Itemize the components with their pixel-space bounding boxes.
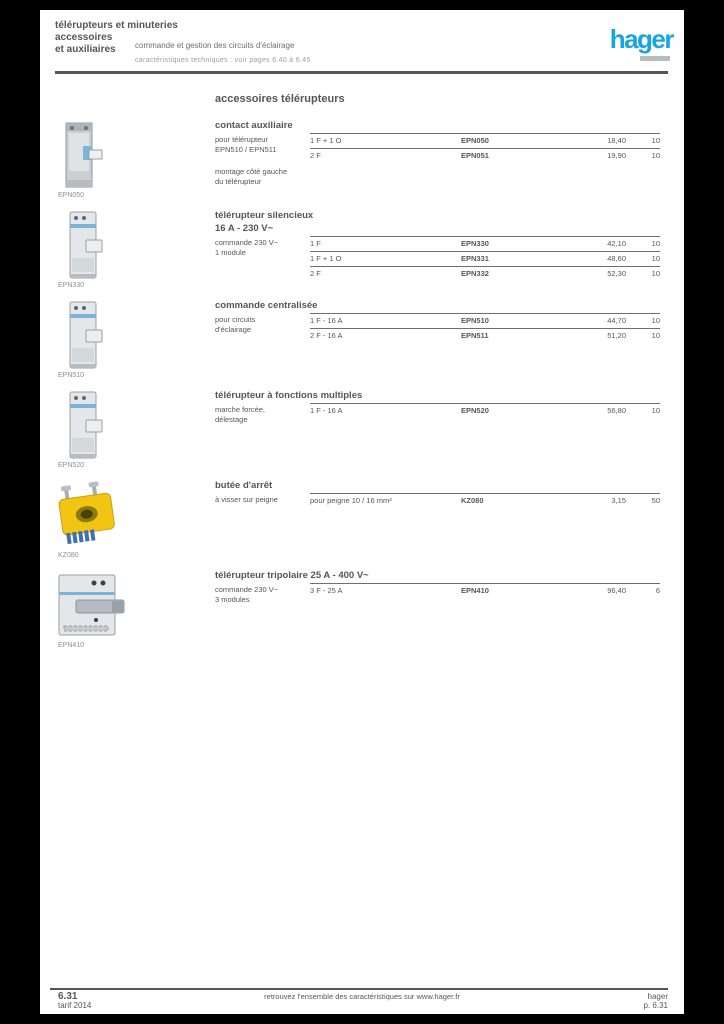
reference-code: EPN511 xyxy=(461,331,489,340)
reference-code: EPN520 xyxy=(461,406,489,415)
page-title-line: et auxiliaires xyxy=(55,44,116,55)
table-row: 3 F - 25 A EPN410 96,40 6 xyxy=(310,583,660,598)
product-heading-line2: 16 A - 230 V~ xyxy=(215,223,274,234)
product-row: EPN520 télérupteur à fonctions multiples… xyxy=(56,390,660,478)
reference-code: EPN410 xyxy=(461,586,489,595)
product-photo xyxy=(56,570,128,640)
product-row: KZ080 butée d'arrêt à visser sur peigne … xyxy=(56,480,660,568)
product-photo xyxy=(56,210,108,280)
reference-code: EPN330 xyxy=(461,239,489,248)
table-row: 2 F - 16 A EPN511 51,20 10 xyxy=(310,328,660,343)
reference-code: EPN332 xyxy=(461,269,489,278)
table-row: 1 F + 1 O EPN050 18,40 10 xyxy=(310,133,660,148)
product-ref-caption: EPN330 xyxy=(58,282,85,289)
footer-center-text: retrouvez l'ensemble des caractéristique… xyxy=(264,992,460,1001)
product-photo xyxy=(56,390,108,460)
product-ref-caption: KZ080 xyxy=(58,552,79,559)
footer-brand: hager p. 6.31 xyxy=(643,992,668,1010)
footer-rule xyxy=(50,988,668,990)
product-ref-caption: EPN520 xyxy=(58,462,85,469)
product-photo xyxy=(56,300,108,370)
reference-code: EPN331 xyxy=(461,254,489,263)
table-row: 1 F + 1 O EPN331 48,60 10 xyxy=(310,251,660,266)
table-row: 1 F - 16 A EPN510 44,70 10 xyxy=(310,313,660,328)
product-heading: butée d'arrêt xyxy=(215,480,273,491)
product-row: EPN050 contact auxiliaire pour télérupte… xyxy=(56,120,660,208)
product-row: EPN410 télérupteur tripolaire 25 A - 400… xyxy=(56,570,660,658)
product-heading: télérupteur à fonctions multiples xyxy=(215,390,363,401)
page-subtitle: commande et gestion des circuits d'éclai… xyxy=(135,41,295,50)
product-description: commande 230 V~ 3 modules xyxy=(215,585,279,604)
product-heading: télérupteur tripolaire 25 A - 400 V~ xyxy=(215,570,369,581)
reference-table: pour peigne 10 / 16 mm² KZ080 3,15 50 xyxy=(310,493,660,508)
page-title-line: télérupteurs et minuteries xyxy=(55,20,178,31)
page-subtitle-small: caractéristiques techniques : voir pages… xyxy=(135,57,311,64)
reference-table: 1 F + 1 O EPN050 18,40 10 2 F EPN051 19,… xyxy=(310,133,660,163)
reference-code: EPN051 xyxy=(461,151,489,160)
section-title: accessoires télérupteurs xyxy=(215,93,345,105)
product-photo xyxy=(56,480,120,550)
product-heading: contact auxiliaire xyxy=(215,120,293,131)
logo-underline xyxy=(640,56,670,61)
product-ref-caption: EPN050 xyxy=(58,192,85,199)
reference-table: 1 F EPN330 42,10 10 1 F + 1 O EPN331 48,… xyxy=(310,236,660,281)
product-ref-caption: EPN510 xyxy=(58,372,85,379)
header-rule xyxy=(55,71,668,74)
page-title: télérupteurs et minuteries accessoires e… xyxy=(55,20,178,56)
product-heading: commande centralisée xyxy=(215,300,318,311)
reference-table: 3 F - 25 A EPN410 96,40 6 xyxy=(310,583,660,598)
reference-code: KZ080 xyxy=(461,496,484,505)
product-description: pour circuits d'éclairage xyxy=(215,315,256,334)
product-note: montage côté gauche du télérupteur xyxy=(215,167,288,186)
table-row: 1 F - 16 A EPN520 56,80 10 xyxy=(310,403,660,418)
product-heading: télérupteur silencieux xyxy=(215,210,314,221)
product-ref-caption: EPN410 xyxy=(58,642,85,649)
catalog-page: télérupteurs et minuteries accessoires e… xyxy=(40,10,684,1014)
hager-logo: hager xyxy=(609,24,675,54)
product-row: EPN330 télérupteur silencieux 16 A - 230… xyxy=(56,210,660,298)
product-description: pour télérupteur EPN510 / EPN511 xyxy=(215,135,277,154)
table-row: 1 F EPN330 42,10 10 xyxy=(310,236,660,251)
product-description: commande 230 V~ 1 module xyxy=(215,238,279,257)
reference-table: 1 F - 16 A EPN510 44,70 10 2 F - 16 A EP… xyxy=(310,313,660,343)
reference-code: EPN510 xyxy=(461,316,489,325)
table-row: pour peigne 10 / 16 mm² KZ080 3,15 50 xyxy=(310,493,660,508)
product-row: EPN510 commande centralisée pour circuit… xyxy=(56,300,660,388)
product-description: à visser sur peigne xyxy=(215,495,278,504)
reference-code: EPN050 xyxy=(461,136,489,145)
table-row: 2 F EPN332 52,30 10 xyxy=(310,266,660,281)
reference-table: 1 F - 16 A EPN520 56,80 10 xyxy=(310,403,660,418)
product-description: marche forcée, délestage xyxy=(215,405,266,424)
footer-page-number: 6.31 tarif 2014 xyxy=(58,991,92,1011)
page-title-line: accessoires xyxy=(55,32,113,43)
table-row: 2 F EPN051 19,90 10 xyxy=(310,148,660,163)
product-photo xyxy=(56,120,108,190)
